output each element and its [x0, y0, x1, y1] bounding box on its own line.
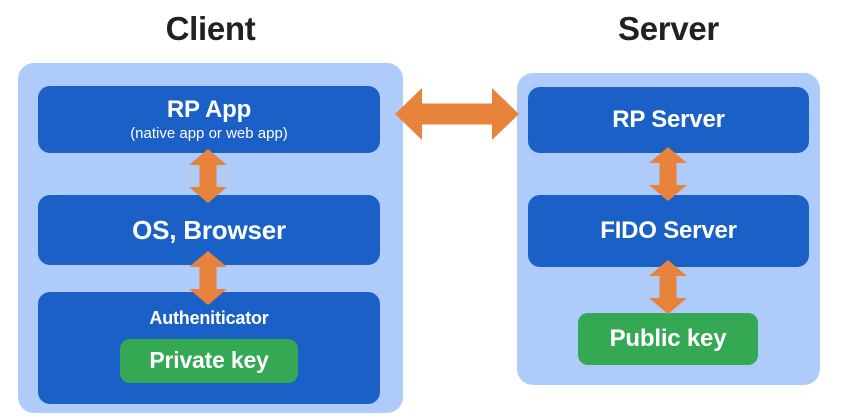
- authenticator-label: Autheniticator: [149, 308, 269, 328]
- client-title: Client: [165, 10, 256, 47]
- private-key-label: Private key: [149, 347, 269, 374]
- arrow-rpserver-fidoserver-icon: [649, 147, 687, 201]
- public-key-label: Public key: [609, 325, 727, 352]
- rp-app-label: RP App: [166, 95, 252, 123]
- authenticator-box: Autheniticator Private key: [38, 292, 380, 404]
- rp-app-box: RP App (native app or web app): [38, 86, 380, 153]
- rp-server-box: RP Server: [528, 87, 809, 153]
- fido-server-box: FIDO Server: [528, 195, 809, 267]
- rp-server-label: RP Server: [612, 105, 725, 133]
- server-panel: RP Server FIDO Server Public key: [517, 73, 820, 385]
- client-panel: RP App (native app or web app) OS, Brows…: [18, 63, 403, 413]
- rp-app-subtitle: (native app or web app): [130, 124, 288, 142]
- arrow-fidoserver-publickey-icon: [649, 260, 687, 314]
- private-key-box: Private key: [120, 338, 298, 383]
- server-title: Server: [618, 10, 719, 47]
- os-browser-label: OS, Browser: [132, 214, 286, 245]
- public-key-box: Public key: [578, 313, 758, 365]
- arrow-rpapp-osbrowser-icon: [189, 149, 227, 203]
- fido-server-label: FIDO Server: [600, 216, 737, 244]
- arrow-rpapp-rpserver-icon: [395, 88, 519, 140]
- arrow-osbrowser-authenticator-icon: [189, 251, 227, 305]
